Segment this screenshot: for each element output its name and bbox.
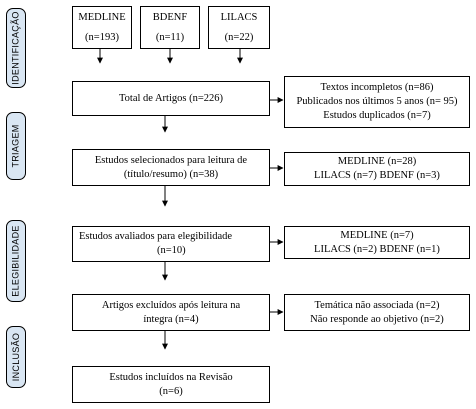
exclusion-screening-line1: MEDLINE (n=28): [337, 156, 417, 167]
source-lilacs-box: LILACS (n=22): [208, 6, 270, 49]
exclusion-eligibility-line1: MEDLINE (n=7): [340, 229, 414, 241]
selected-studies-box: Estudos selecionados para leitura de (tí…: [72, 149, 270, 186]
excluded-full-text-line2: íntegra (n=4): [143, 313, 199, 325]
source-bdenf-name: BDENF: [152, 12, 188, 23]
exclusion-reasons-line2: Não responde ao objetivo (n=2): [310, 313, 444, 325]
source-lilacs-count: (n=22): [224, 32, 254, 43]
exclusion-initial-line3: Estudos duplicados (n=7): [323, 110, 431, 121]
exclusion-screening-line2: LILACS (n=7) BDENF (n=3): [314, 170, 440, 181]
phase-triagem: TRIAGEM: [6, 112, 26, 180]
total-articles-box: Total de Artigos (n=226): [72, 81, 270, 116]
phase-identificacao: IDENTIFICAÇÃO: [6, 8, 26, 88]
source-medline-name: MEDLINE: [78, 12, 126, 23]
source-bdenf-box: BDENF (n=11): [140, 6, 200, 49]
exclusion-initial-line1: Textos incompletos (n=86): [320, 82, 434, 93]
included-studies-line1: Estudos incluídos na Revisão: [109, 371, 233, 383]
evaluated-studies-line1: Estudos avaliados para elegibilidade: [79, 231, 233, 242]
included-studies-box: Estudos incluídos na Revisão (n=6): [72, 366, 270, 403]
exclusion-reasons-box: Temática não associada (n=2) Não respond…: [284, 294, 470, 331]
phase-elegibilidade: ELEGIBILIDADE: [6, 220, 26, 302]
selected-studies-line2: (título/resumo) (n=38): [123, 168, 219, 180]
exclusion-eligibility-line2: LILACS (n=2) BDENF (n=1): [314, 243, 440, 255]
excluded-full-text-box: Artigos excluídos após leitura na íntegr…: [72, 294, 270, 331]
exclusion-screening-box: MEDLINE (n=28) LILACS (n=7) BDENF (n=3): [284, 152, 470, 186]
exclusion-eligibility-box: MEDLINE (n=7) LILACS (n=2) BDENF (n=1): [284, 226, 470, 259]
exclusion-initial-line2: Publicados nos últimos 5 anos (n= 95): [296, 96, 458, 107]
source-lilacs-name: LILACS: [220, 12, 258, 23]
selected-studies-line1: Estudos selecionados para leitura de: [94, 154, 248, 166]
total-articles-text: Total de Artigos (n=226): [118, 92, 224, 104]
phase-inclusao: INCLUSÃO: [6, 326, 26, 388]
exclusion-initial-box: Textos incompletos (n=86) Publicados nos…: [284, 76, 470, 128]
exclusion-reasons-line1: Temática não associada (n=2): [314, 299, 440, 311]
source-medline-count: (n=193): [85, 32, 119, 43]
source-medline-box: MEDLINE (n=193): [72, 6, 132, 49]
evaluated-studies-line2: (n=10): [157, 245, 186, 256]
evaluated-studies-box: Estudos avaliados para elegibilidade (n=…: [72, 226, 270, 262]
excluded-full-text-line1: Artigos excluídos após leitura na: [101, 299, 241, 311]
included-studies-line2: (n=6): [159, 385, 183, 397]
source-bdenf-count: (n=11): [155, 32, 185, 43]
